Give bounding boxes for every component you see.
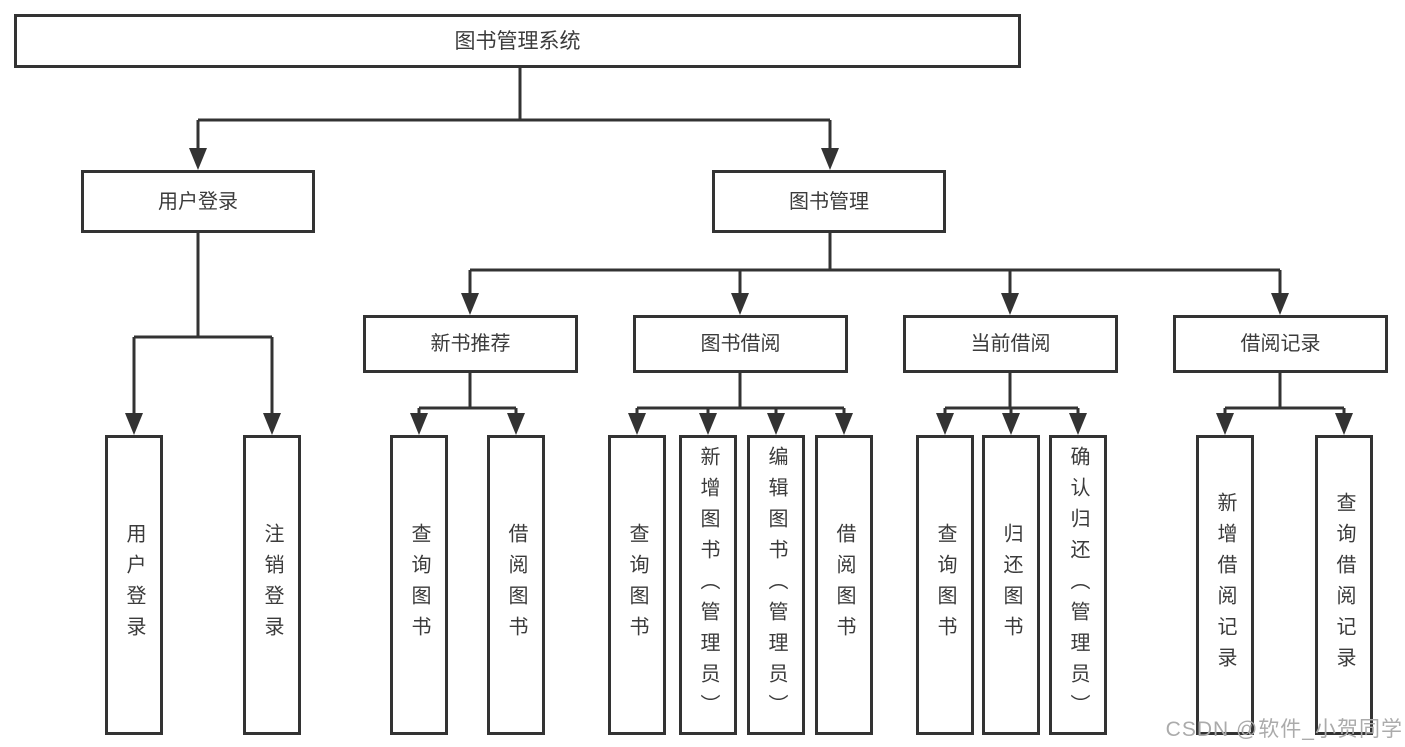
node-current-borrowing: 当前借阅 — [903, 315, 1118, 373]
node-label: 图书借阅 — [700, 333, 781, 355]
node-leaf-return-books: 归还图书 — [982, 435, 1040, 735]
node-label: 注销登录 — [261, 523, 283, 647]
node-leaf-edit-book-admin: 编辑图书（管理员） — [747, 435, 805, 735]
node-label: 借阅图书 — [505, 523, 527, 647]
node-label: 图书管理 — [789, 190, 869, 213]
node-system-root: 图书管理系统 — [14, 14, 1021, 68]
node-leaf-query-books-current: 查询图书 — [916, 435, 974, 735]
node-label: 用户登录 — [123, 523, 145, 647]
node-new-book-recommend: 新书推荐 — [363, 315, 578, 373]
node-label: 编辑图书（管理员） — [765, 445, 787, 725]
node-label: 图书管理系统 — [454, 29, 581, 53]
node-leaf-confirm-return-admin: 确认归还（管理员） — [1049, 435, 1107, 735]
node-leaf-add-book-admin: 新增图书（管理员） — [679, 435, 737, 735]
csdn-watermark: CSDN @软件_小贺同学 — [1165, 718, 1403, 741]
node-label: 用户登录 — [158, 190, 238, 213]
node-user-login: 用户登录 — [81, 170, 315, 233]
node-book-management: 图书管理 — [712, 170, 946, 233]
node-label: 查询图书 — [626, 523, 648, 647]
node-label: 查询借阅记录 — [1333, 492, 1355, 678]
node-leaf-add-borrow-record: 新增借阅记录 — [1196, 435, 1254, 735]
node-leaf-user-login: 用户登录 — [105, 435, 163, 735]
node-leaf-query-books-borrowing: 查询图书 — [608, 435, 666, 735]
node-label: 当前借阅 — [970, 333, 1051, 355]
node-label: 借阅图书 — [833, 523, 855, 647]
node-label: 借阅记录 — [1240, 333, 1321, 355]
node-label: 归还图书 — [1000, 523, 1022, 647]
node-leaf-logout: 注销登录 — [243, 435, 301, 735]
node-borrow-records: 借阅记录 — [1173, 315, 1388, 373]
node-label: 新增图书（管理员） — [697, 445, 719, 725]
node-leaf-query-books-recommend: 查询图书 — [390, 435, 448, 735]
node-label: 查询图书 — [934, 523, 956, 647]
node-label: 确认归还（管理员） — [1067, 445, 1089, 725]
node-book-borrowing: 图书借阅 — [633, 315, 848, 373]
node-leaf-query-borrow-record: 查询借阅记录 — [1315, 435, 1373, 735]
node-label: 新增借阅记录 — [1214, 492, 1236, 678]
node-label: 查询图书 — [408, 523, 430, 647]
node-label: 新书推荐 — [430, 333, 511, 355]
node-leaf-borrow-books-recommend: 借阅图书 — [487, 435, 545, 735]
node-leaf-borrow-books: 借阅图书 — [815, 435, 873, 735]
